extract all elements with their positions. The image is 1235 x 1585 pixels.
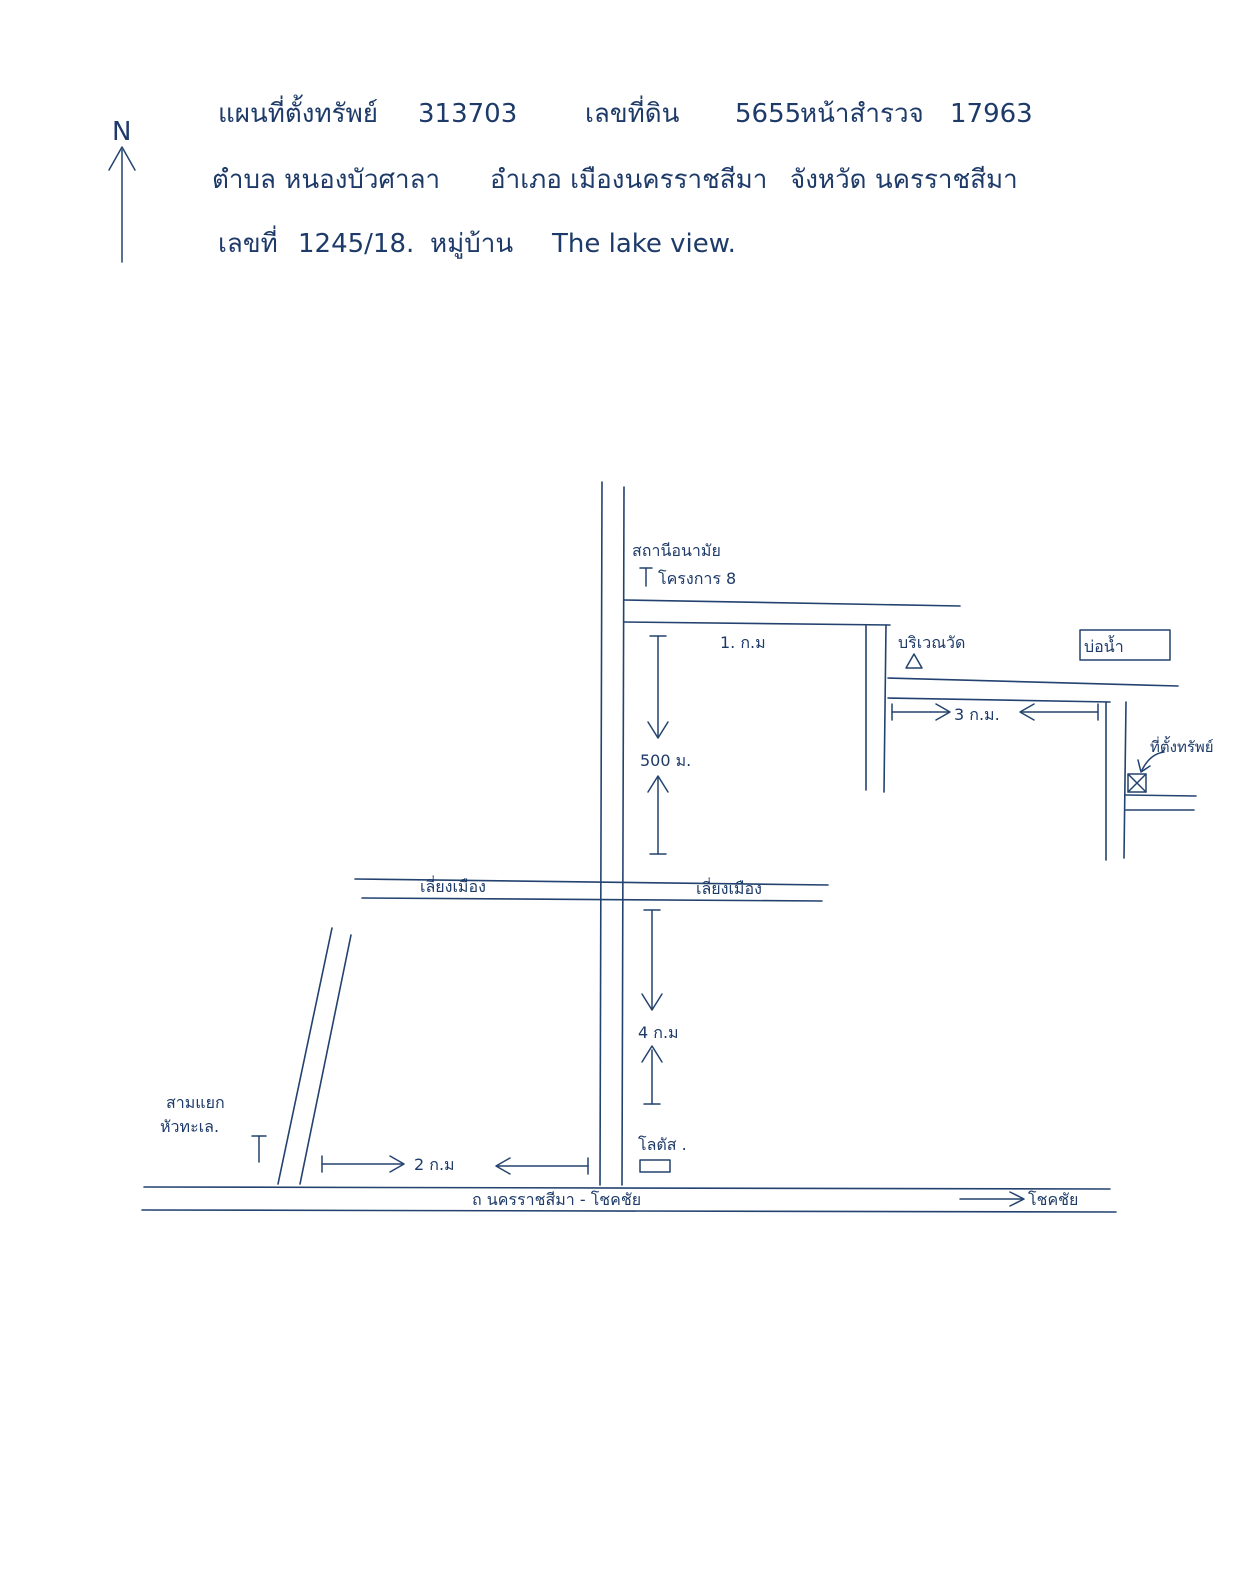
junction-marker-icon xyxy=(251,1135,267,1163)
pond-road xyxy=(887,677,1179,687)
bypass-right-label: เลี่ยงเมือง xyxy=(696,877,762,898)
station-label: สถานีอนามัย xyxy=(632,541,721,560)
property-lane xyxy=(1125,794,1197,797)
project-label: โครงการ 8 xyxy=(658,569,736,588)
village-label: หมู่บ้าน xyxy=(430,229,513,259)
bypass-road xyxy=(354,878,829,886)
distance-500m-label: 500 ม. xyxy=(640,751,691,770)
temple-area-label: บริเวณวัด xyxy=(898,633,965,652)
pond-box xyxy=(1079,629,1171,661)
north-arrow: N xyxy=(108,117,136,263)
deed-number: 313703 xyxy=(418,99,517,129)
north-label: N xyxy=(112,117,131,147)
property-label: ที่ตั้งทรัพย์ xyxy=(1150,736,1214,756)
diagonal-road xyxy=(277,927,333,1185)
bypass-left-label: เลี่ยงเมือง xyxy=(420,875,486,896)
landmarks xyxy=(251,567,1171,1173)
survey-number: 17963 xyxy=(950,99,1033,129)
upper-branch-road-edge xyxy=(623,621,891,626)
main-vertical-road xyxy=(599,481,603,1186)
to-chokchai-label: โชคชัย xyxy=(1028,1190,1078,1209)
junction-label-line2: หัวทะเล. xyxy=(160,1117,219,1136)
village-name: The lake view. xyxy=(551,229,736,259)
amphoe: อำเภอ เมืองนครราชสีมา xyxy=(490,165,767,195)
land-number: 5655 xyxy=(735,99,801,129)
header: แผนที่ตั้งทรัพย์ 313703 เลขที่ดิน 5655 ห… xyxy=(212,94,1033,259)
main-horizontal-road xyxy=(143,1186,1111,1190)
distance-1km-label: 1. ก.ม xyxy=(720,633,766,652)
tambon: ตำบล หนองบัวศาลา xyxy=(212,165,440,195)
main-vertical-road-edge xyxy=(621,486,625,1186)
property-marker-icon xyxy=(1127,773,1147,793)
deed-label: แผนที่ตั้งทรัพย์ xyxy=(218,94,378,129)
project-marker-icon xyxy=(639,567,653,587)
distance-2km-label: 2 ก.ม xyxy=(414,1155,455,1174)
pond-road-edge xyxy=(887,697,1111,703)
lotus-label: โลตัส . xyxy=(638,1135,687,1154)
house-label: เลขที่ xyxy=(218,225,278,259)
survey-label: หน้าสำรวจ xyxy=(800,99,924,129)
distance-3km-label: 3 ก.ม. xyxy=(954,705,1000,724)
property-road-edge xyxy=(1123,701,1127,859)
lotus-box xyxy=(639,1159,671,1173)
upper-branch-road xyxy=(623,599,961,607)
roads xyxy=(141,481,1197,1213)
main-horizontal-road-edge xyxy=(141,1209,1117,1213)
map-labels: สถานีอนามัย โครงการ 8 1. ก.ม บริเวณวัด บ… xyxy=(160,541,1214,1209)
temple-road-edge xyxy=(883,624,887,793)
main-road-label: ถ นครราชสีมา - โชคชัย xyxy=(472,1190,641,1209)
junction-label-line1: สามแยก xyxy=(166,1093,225,1112)
bypass-road-edge xyxy=(361,897,823,902)
temple-triangle-icon xyxy=(905,653,923,669)
land-label: เลขที่ดิน xyxy=(585,95,680,129)
pond-label: บ่อน้ำ xyxy=(1084,635,1124,656)
distance-4km-label: 4 ก.ม xyxy=(638,1023,679,1042)
diagonal-road-edge xyxy=(299,934,352,1185)
house-number: 1245/18. xyxy=(298,229,414,259)
province: จังหวัด นครราชสีมา xyxy=(790,165,1018,195)
distance-arrows xyxy=(321,635,1165,1207)
